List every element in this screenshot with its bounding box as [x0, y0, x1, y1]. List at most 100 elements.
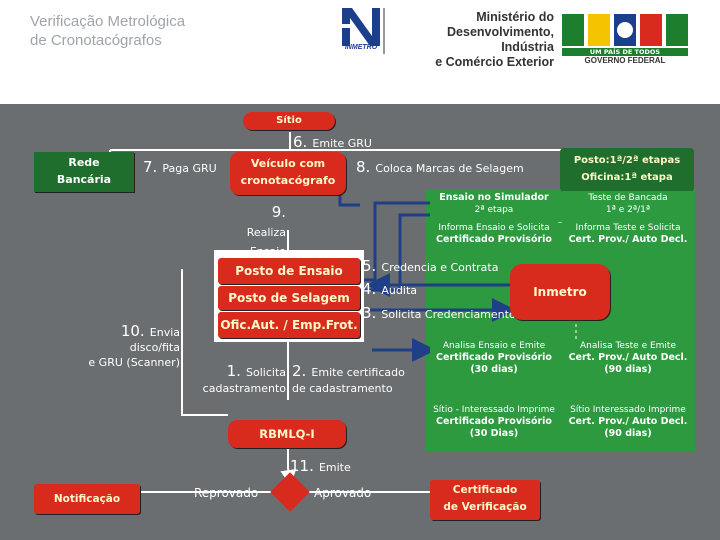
line-left-vertical — [181, 269, 228, 416]
page-title: Verificação Metrológica de Cronotacógraf… — [30, 12, 260, 50]
rede-bancaria-line1: Rede — [68, 156, 100, 169]
inmetro-node: Inmetro — [510, 264, 610, 320]
veiculo-node: Veículo com cronotacógrafo — [230, 152, 346, 195]
step-9-number: 9. — [271, 203, 286, 221]
step-1-number: 1. — [226, 362, 241, 380]
grid-c1-row2-line2: Certificado Provisório — [436, 234, 552, 245]
grid-c2-row3-line2: Cert. Prov./ Auto Decl. — [568, 352, 688, 363]
certificado-node: Certificado de Verificação — [430, 480, 540, 520]
ministry-line1: Ministério do — [476, 10, 554, 24]
grid-c1-row4: Sítio - Interessado Imprime Certificado … — [430, 404, 558, 444]
grid-c1-row2-line1: Informa Ensaio e Solicita — [438, 223, 550, 233]
certificado-line1: Certificado — [452, 484, 518, 496]
step-9-text1: Realiza — [246, 226, 286, 239]
grid-c2-row4-line1: Sítio Interessado Imprime — [570, 405, 686, 415]
step-5-label: 5. Credencia e Contrata — [362, 256, 498, 275]
brasil-wordmark-icon — [562, 14, 688, 46]
grid-c1-row4-line2: Certificado Provisório — [436, 416, 552, 427]
aprovado-label: Aprovado — [314, 486, 372, 500]
grid-c2-row2: Informa Teste e Solicita Cert. Prov./ Au… — [562, 222, 694, 248]
step-5-text: Credencia e Contrata — [381, 261, 499, 274]
veiculo-line1: Veículo com — [250, 157, 326, 170]
step-11-number: 11. — [290, 457, 314, 475]
grid-c2-row3-line3: (90 dias) — [604, 364, 652, 375]
grid-c2-row4: Sítio Interessado Imprime Cert. Prov./ A… — [562, 404, 694, 444]
step-6-label: 6. Emite GRU — [293, 132, 372, 151]
grid-bancada-header: Teste de Bancada 1ª e 2ª/1ª — [562, 191, 694, 222]
step-7-number: 7. — [143, 158, 158, 176]
rbmlq-node: RBMLQ-I — [228, 420, 346, 448]
grid-c1-row4-line1: Sítio - Interessado Imprime — [433, 405, 555, 415]
header-divider — [383, 8, 385, 54]
posto-ensaio-node: Posto de Ensaio — [218, 258, 360, 284]
reprovado-label: Reprovado — [194, 486, 259, 500]
step-6-number: 6. — [293, 133, 308, 151]
grid-c1-row2: Informa Ensaio e Solicita Certificado Pr… — [430, 222, 558, 248]
step-5-number: 5. — [362, 257, 377, 275]
ministry-line2: Desenvolvimento, Indústria — [447, 25, 554, 54]
step-4-number: 4. — [362, 280, 377, 298]
posto-etapas-line1: Posto:1ª/2ª etapas — [573, 155, 681, 166]
step-10-text3: e GRU (Scanner) — [88, 356, 180, 369]
grid-c2-row3: Analisa Teste e Emite Cert. Prov./ Auto … — [562, 340, 694, 380]
brasil-tagline: UM PAÍS DE TODOS — [562, 48, 688, 56]
step-7-label: 7. Paga GRU — [143, 157, 217, 176]
notificacao-node: Notificação — [34, 484, 140, 514]
grid-c1-row3-line3: (30 dias) — [470, 364, 518, 375]
step-2-label: 2. Emite certificado de cadastramento — [292, 364, 412, 396]
grid-c2-row4-line3: (90 dias) — [604, 428, 652, 439]
step-2-text1: Emite certificado — [311, 366, 405, 379]
ministry-line3: e Comércio Exterior — [435, 55, 554, 69]
brasil-government: GOVERNO FEDERAL — [584, 56, 666, 65]
sitio-node: Sítio — [243, 112, 335, 130]
step-1-text1: Solicita — [246, 366, 286, 379]
page-title-line1: Verificação Metrológica — [30, 13, 186, 30]
veiculo-line2: cronotacógrafo — [240, 174, 336, 187]
step-10-number: 10. — [120, 322, 145, 340]
ministry-name: Ministério do Desenvolvimento, Indústria… — [394, 10, 554, 70]
step-6-text: Emite GRU — [312, 137, 372, 150]
grid-c2-row4-line2: Cert. Prov./ Auto Decl. — [568, 416, 688, 427]
step-3-number: 3. — [362, 304, 377, 322]
page-title-line2: de Cronotacógrafos — [30, 32, 162, 49]
step-10-text2: disco/fita — [129, 341, 180, 354]
step-3-text: Solicita Credenciamento — [381, 308, 516, 321]
grid-simulador-header: Ensaio no Simulador 2ª etapa — [430, 191, 558, 222]
grid-simulador-title: Ensaio no Simulador — [439, 192, 549, 203]
grid-c1-row3: Analisa Ensaio e Emite Certificado Provi… — [430, 340, 558, 380]
step-4-label: 4. Audita — [362, 279, 417, 298]
grid-c1-row4-line3: (30 Dias) — [469, 428, 519, 439]
brasil-logo: UM PAÍS DE TODOS GOVERNO FEDERAL — [562, 14, 692, 65]
grid-simulador-subtitle: 2ª etapa — [474, 205, 514, 215]
step-8-number: 8. — [356, 158, 371, 176]
grid-c2-row2-line1: Informa Teste e Solicita — [575, 223, 681, 233]
step-8-text: Coloca Marcas de Selagem — [375, 162, 524, 175]
step-3-label: 3. Solicita Credenciamento — [362, 303, 516, 322]
step-4-text: Audita — [381, 284, 417, 297]
grid-bancada-subtitle: 1ª e 2ª/1ª — [605, 205, 651, 215]
grid-c1-row3-line2: Certificado Provisório — [436, 352, 552, 363]
grid-c2-row2-line2: Cert. Prov./ Auto Decl. — [568, 234, 688, 245]
step-7-text: Paga GRU — [162, 162, 217, 175]
grid-c2-row3-line1: Analisa Teste e Emite — [580, 341, 676, 351]
grid-c1-row3-line1: Analisa Ensaio e Emite — [442, 341, 546, 351]
inmetro-logo-label: INMETRO — [344, 44, 378, 51]
step-11-text: Emite — [318, 461, 351, 474]
posto-etapas-node: Posto:1ª/2ª etapas Oficina:1ª etapa — [560, 148, 694, 192]
step-2-number: 2. — [292, 362, 307, 380]
step-11-label: 11. Emite — [290, 456, 351, 475]
rede-bancaria-node: Rede Bancária — [34, 152, 134, 192]
ofic-aut-node: Ofic.Aut. / Emp.Frot. — [218, 312, 360, 338]
step-2-text2: de cadastramento — [292, 382, 393, 395]
step-1-text2: cadastramento — [202, 382, 286, 395]
step-1-label: 1. Solicita cadastramento — [200, 364, 286, 396]
inmetro-logo-icon — [342, 8, 380, 46]
rede-bancaria-line2: Bancária — [56, 173, 112, 186]
grid-bancada-title: Teste de Bancada — [588, 193, 668, 203]
certificado-line2: de Verificação — [443, 501, 527, 513]
posto-selagem-node: Posto de Selagem — [218, 286, 360, 310]
posto-etapas-line2: Oficina:1ª etapa — [581, 172, 673, 183]
step-10-text1: Envia — [149, 326, 180, 339]
step-8-label: 8. Coloca Marcas de Selagem — [356, 157, 524, 176]
